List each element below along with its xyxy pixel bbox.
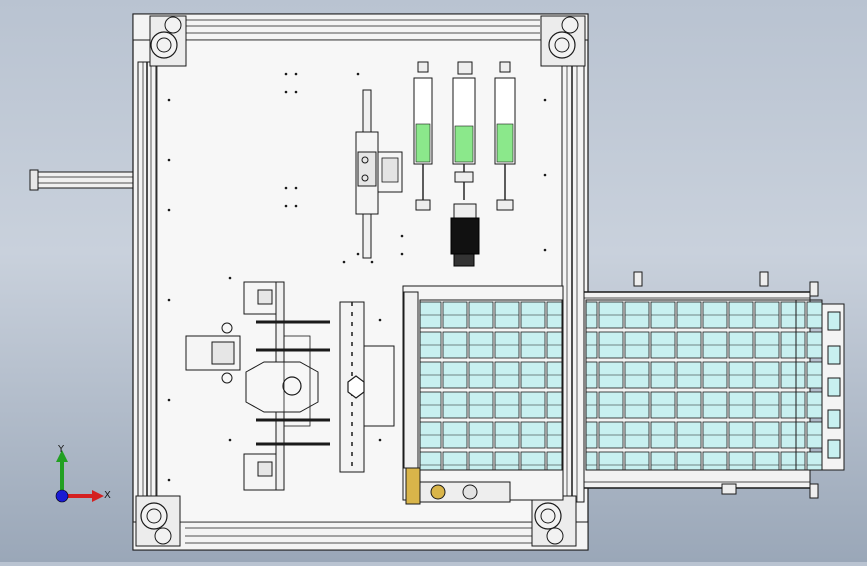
center-rail-clamp [339, 301, 395, 473]
mounting-holes [167, 72, 547, 482]
triad-x-label: X [104, 490, 111, 501]
vertical-slide-module [355, 89, 403, 259]
conveyor-extension [583, 271, 845, 499]
triad-y-label: Y [57, 444, 65, 455]
left-extension-rail [29, 169, 139, 191]
caster-bottom-right [531, 495, 577, 547]
caster-top-left [149, 15, 187, 67]
cylinder-2 [452, 61, 476, 200]
caster-bottom-left [135, 495, 181, 547]
cylinder-1 [413, 61, 433, 211]
servo-motor [450, 203, 480, 267]
coordinate-triad: Y X [55, 444, 111, 503]
caster-top-right [540, 15, 586, 67]
tray-stack [402, 285, 564, 505]
cylinder-3 [494, 61, 516, 211]
left-fixture [185, 281, 330, 491]
